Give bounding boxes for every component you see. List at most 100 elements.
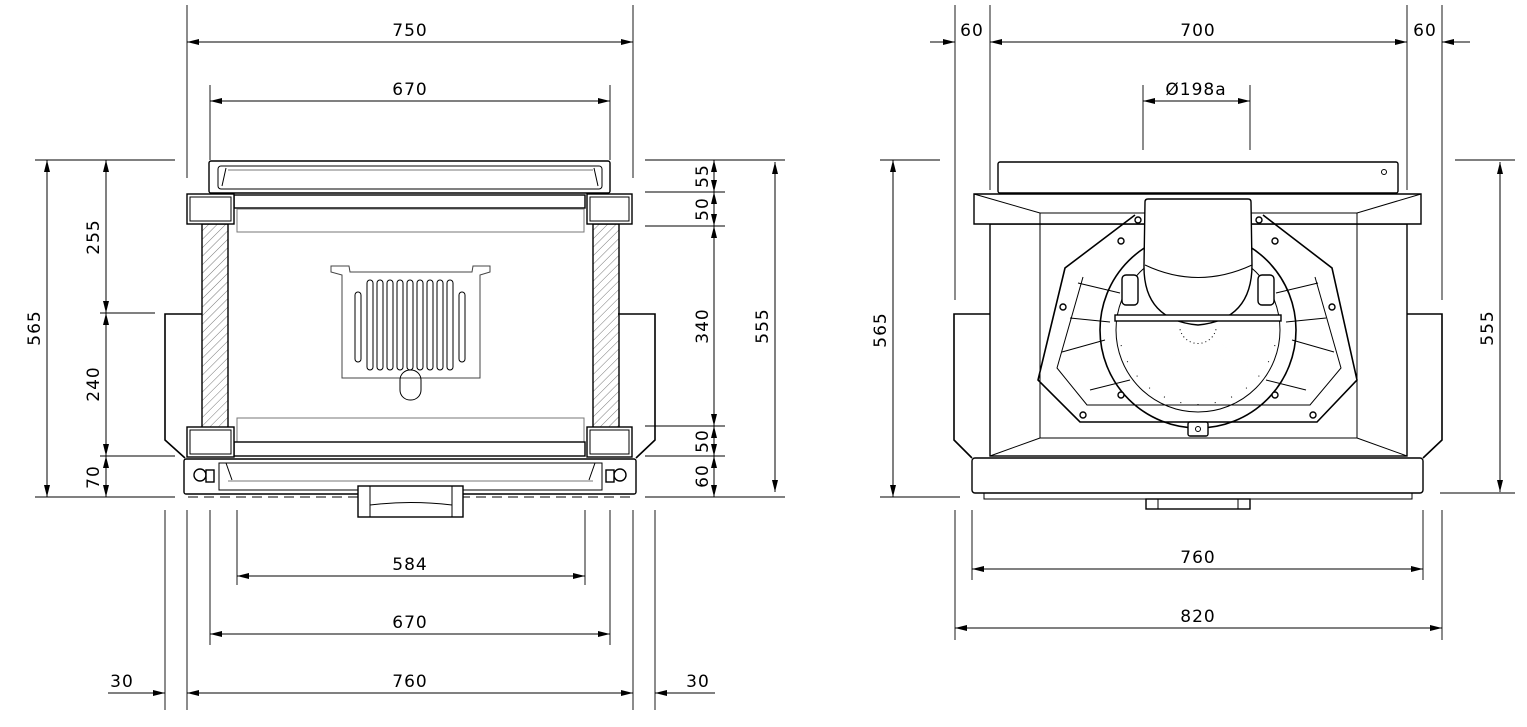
dim-front-view-height-bottom-block: 50 bbox=[693, 426, 717, 456]
frame-strut bbox=[1061, 339, 1106, 353]
dimension-label: Ø198a bbox=[1165, 80, 1226, 100]
flue-hood bbox=[1114, 198, 1282, 326]
dimension-label: 760 bbox=[1180, 548, 1215, 568]
right-insulation-column bbox=[592, 223, 620, 429]
bolt-icon bbox=[1059, 303, 1067, 311]
dimension-label: 55 bbox=[693, 164, 713, 188]
fan-blade-inner bbox=[1136, 336, 1185, 377]
dim-front-view-offset-left: 30 bbox=[108, 672, 165, 696]
dim-front-view-width-inner-top: 670 bbox=[210, 80, 610, 104]
frame-strut bbox=[1077, 282, 1121, 294]
frame-strut bbox=[1285, 317, 1327, 323]
dim-side-view-offset-right-top: 60 bbox=[1413, 21, 1470, 45]
dim-front-view-height-total-right: 555 bbox=[753, 162, 778, 492]
left-side-bracket bbox=[164, 313, 202, 459]
grate-slot bbox=[416, 279, 424, 371]
dim-front-view-offset-right: 30 bbox=[655, 672, 715, 696]
dimension-label: 555 bbox=[753, 308, 773, 343]
top-panel bbox=[208, 160, 611, 194]
frame-strut bbox=[1265, 379, 1307, 391]
bolt-icon bbox=[1328, 303, 1336, 311]
dim-side-view-offset-left-top: 60 bbox=[930, 21, 984, 45]
grate-slot bbox=[406, 279, 414, 371]
dim-front-view-height-upper-left: 255 bbox=[84, 160, 109, 313]
bolt-icon bbox=[1117, 237, 1125, 245]
base-plinth bbox=[971, 457, 1424, 494]
dim-front-view-height-middle-right: 340 bbox=[693, 226, 717, 426]
dimension-label: 555 bbox=[1478, 310, 1498, 345]
dim-front-view-width-overall-top: 750 bbox=[187, 21, 633, 45]
ash-drawer-handle bbox=[357, 485, 464, 518]
frame-strut bbox=[1069, 317, 1111, 323]
dimension-label: 670 bbox=[392, 80, 427, 100]
dimensions: 750 670 565 255 240 70 55 50 340 50 60 555 584 670 760… bbox=[25, 21, 1503, 696]
dim-front-view-height-lower-left: 70 bbox=[84, 456, 109, 497]
dimension-label: 750 bbox=[392, 21, 427, 41]
fan-blade-inner bbox=[1214, 332, 1269, 363]
dim-front-view-width-overall-bottom: 760 bbox=[187, 672, 633, 696]
right-hinge-knob bbox=[605, 468, 627, 483]
left-side-wing bbox=[953, 313, 990, 459]
grate-slot bbox=[396, 279, 404, 371]
dimension-label: 60 bbox=[960, 21, 984, 41]
dimension-label: 50 bbox=[693, 429, 713, 453]
frame-strut bbox=[1089, 379, 1131, 391]
grate-slot bbox=[366, 279, 374, 371]
dimension-label: 50 bbox=[693, 197, 713, 221]
frame-strut bbox=[1275, 282, 1319, 294]
fan-blade-inner bbox=[1211, 336, 1260, 377]
dim-front-view-width-glass: 584 bbox=[237, 555, 585, 579]
dimension-label: 670 bbox=[392, 613, 427, 633]
dim-side-view-width-base: 760 bbox=[972, 548, 1423, 572]
fan-blades bbox=[1120, 328, 1276, 405]
dimension-label: 340 bbox=[693, 308, 713, 343]
left-insulation-column bbox=[201, 223, 229, 429]
fan-blade-inner bbox=[1208, 339, 1247, 389]
dimension-label: 565 bbox=[871, 312, 891, 347]
side-handle bbox=[1145, 498, 1251, 510]
front-view bbox=[164, 160, 656, 518]
dim-side-view-flue-diameter: Ø198a bbox=[1143, 80, 1250, 104]
right-side-wing bbox=[1407, 313, 1443, 459]
bolt-icon bbox=[1079, 411, 1087, 419]
dimension-label: 30 bbox=[110, 672, 134, 692]
dimension-label: 70 bbox=[84, 465, 104, 489]
dim-side-view-width-overall: 820 bbox=[955, 607, 1442, 631]
dim-front-view-height-bottom-door: 60 bbox=[693, 456, 717, 497]
dimension-label: 240 bbox=[84, 366, 104, 401]
grate-slot bbox=[386, 279, 394, 371]
dim-front-view-height-top-panel: 55 bbox=[693, 160, 717, 192]
bolt-icon bbox=[1117, 391, 1125, 399]
extension-lines bbox=[35, 5, 1515, 710]
fan-blade-inner bbox=[1216, 328, 1275, 347]
dim-front-view-height-top-block: 50 bbox=[693, 192, 717, 226]
bolt-icon bbox=[1255, 216, 1263, 224]
dimension-label: 700 bbox=[1180, 21, 1215, 41]
fan-blade-inner bbox=[1127, 332, 1182, 363]
bolt-icon bbox=[1271, 391, 1279, 399]
fan-blade-inner bbox=[1121, 328, 1180, 347]
left-hinge-knob bbox=[193, 468, 215, 483]
fan-blade-inner bbox=[1179, 343, 1195, 403]
dimension-label: 565 bbox=[25, 310, 45, 345]
grate bbox=[330, 265, 491, 401]
dim-side-view-height-total-left: 565 bbox=[871, 160, 896, 497]
fan-blade-inner bbox=[1163, 341, 1191, 398]
dim-front-view-width-inner-bottom: 670 bbox=[210, 613, 610, 637]
bolt-icon bbox=[1134, 216, 1142, 224]
side-view bbox=[953, 161, 1443, 510]
dimension-label: 760 bbox=[392, 672, 427, 692]
corner-blocks bbox=[186, 193, 633, 458]
dimension-label: 30 bbox=[686, 672, 710, 692]
grate-slot bbox=[436, 279, 444, 371]
fan-blade-inner bbox=[1205, 341, 1233, 398]
fan-blade-inner bbox=[1201, 343, 1217, 403]
bolt-icon bbox=[1309, 411, 1317, 419]
dimension-label: 820 bbox=[1180, 607, 1215, 627]
dimension-label: 255 bbox=[84, 219, 104, 254]
grate-slot bbox=[426, 279, 434, 371]
dimension-label: 60 bbox=[1413, 21, 1437, 41]
top-plate bbox=[997, 161, 1399, 194]
dimension-label: 584 bbox=[392, 555, 427, 575]
